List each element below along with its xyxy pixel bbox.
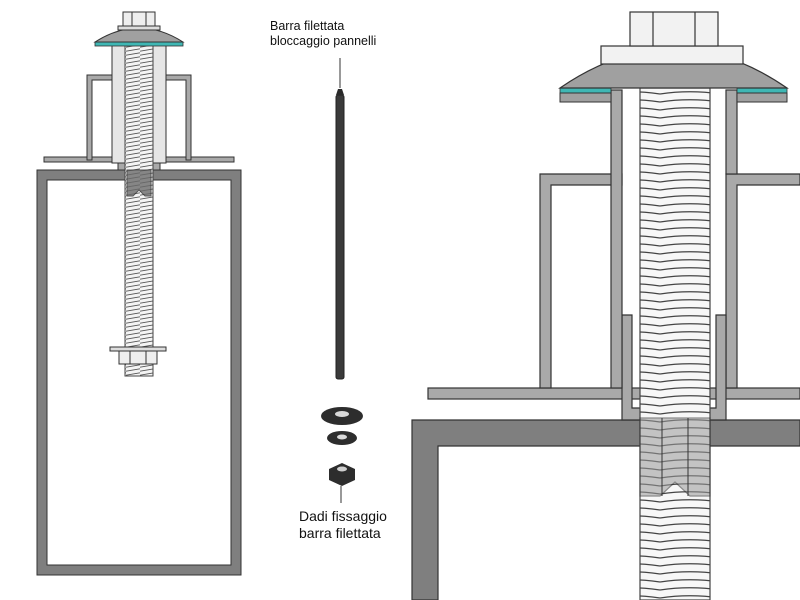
threaded-rod-label: Barra filettata bloccaggio pannelli bbox=[270, 19, 376, 49]
left-profile-wall-left bbox=[86, 74, 113, 161]
left-cap-gasket bbox=[94, 41, 184, 47]
threaded-rod-label-line1: Barra filettata bbox=[270, 19, 345, 33]
right-cap-gasket-right bbox=[736, 87, 788, 94]
nuts-label-line2: barra filettata bbox=[299, 524, 381, 541]
right-top-nut bbox=[629, 11, 719, 47]
right-sleeve-wall-right bbox=[725, 89, 738, 175]
right-profile-flange bbox=[427, 387, 800, 400]
right-profile-wall-left bbox=[539, 173, 623, 389]
left-steel-tube bbox=[36, 169, 242, 576]
threaded-rod-label-line2: bloccaggio pannelli bbox=[270, 34, 377, 48]
right-rivet-insert bbox=[639, 417, 711, 497]
right-sleeve-wall-left bbox=[610, 89, 623, 389]
right-profile-wall-right bbox=[725, 173, 800, 389]
threaded-rod-part bbox=[335, 94, 345, 380]
left-top-nut bbox=[122, 11, 156, 27]
hex-nut bbox=[329, 463, 355, 486]
left-bottom-washer bbox=[109, 346, 167, 352]
right-threaded-rod bbox=[639, 87, 711, 600]
left-threaded-rod bbox=[124, 43, 154, 377]
right-detail-view bbox=[411, 11, 800, 600]
right-steel-tube bbox=[411, 419, 800, 600]
right-top-washer bbox=[600, 45, 744, 65]
nuts-label: Dadi fissaggio barra filettata bbox=[299, 508, 387, 542]
nuts-label-line1: Dadi fissaggio bbox=[299, 508, 387, 524]
left-bottom-nut bbox=[118, 350, 158, 365]
left-top-washer bbox=[117, 25, 161, 31]
left-section-view bbox=[36, 11, 242, 576]
left-profile-wall-right bbox=[165, 74, 192, 161]
left-rivet-insert bbox=[126, 169, 152, 197]
middle-parts-view bbox=[321, 58, 363, 503]
right-cap-gasket-left bbox=[559, 87, 612, 94]
